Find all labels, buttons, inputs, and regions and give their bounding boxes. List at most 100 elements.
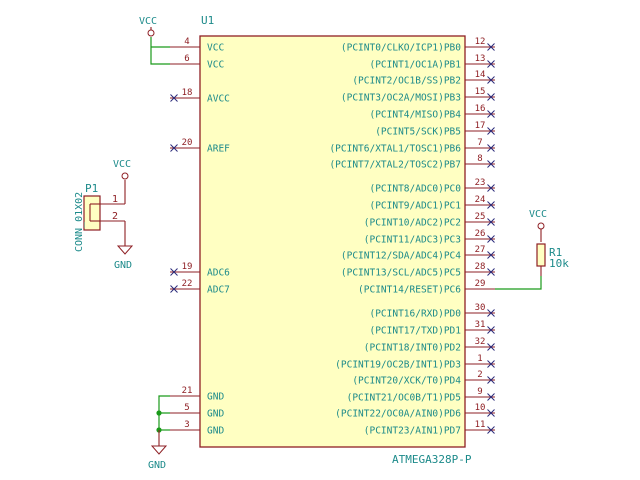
- pin-number: 29: [475, 279, 486, 289]
- vcc-label-p1: VCC: [113, 159, 131, 170]
- pin-label: AREF: [207, 144, 230, 155]
- pin-label: (PCINT6/XTAL1/TOSC1)PB6: [329, 144, 461, 155]
- pin-label: AVCC: [207, 94, 230, 105]
- ic-right-pin-24[interactable]: 24 (PCINT9/ADC1)PC1: [369, 195, 495, 212]
- pin-label: (PCINT14/RESET)PC6: [358, 285, 461, 296]
- resistor-body: [536, 243, 546, 267]
- ic-right-pin-11[interactable]: 11(PCINT23/AIN1)PD7: [364, 420, 495, 437]
- pin-number: 12: [475, 37, 486, 47]
- pin-number: 1: [477, 354, 482, 364]
- pin-label: ADC7: [207, 285, 230, 296]
- ic-right-pin-29[interactable]: 29 (PCINT14/RESET)PC6: [358, 279, 495, 296]
- pin-label: (PCINT9/ADC1)PC1: [369, 201, 461, 212]
- wire-vcc-u1: [150, 37, 170, 65]
- wire-reset: [495, 276, 542, 290]
- pin-label: (PCINT12/SDA/ADC4)PC4: [341, 251, 461, 262]
- pin-number: 7: [477, 138, 482, 148]
- pin-label: (PCINT18/INT0)PD2: [364, 343, 461, 354]
- pin-number: 10: [475, 403, 486, 413]
- ic-right-pin-26[interactable]: 26(PCINT11/ADC3)PC3: [364, 229, 495, 246]
- gnd-label-u1: GND: [148, 460, 166, 471]
- pin-label: (PCINT5/SCK)PB5: [375, 127, 461, 138]
- ic-right-pin-7[interactable]: 7 (PCINT6/XTAL1/TOSC1)PB6: [329, 138, 495, 155]
- ic-right-pin-28[interactable]: 28(PCINT13/SCL/ADC5)PC5: [341, 262, 495, 279]
- pin-number: 19: [182, 262, 193, 272]
- pin-label: GND: [207, 426, 224, 437]
- pin-number: 11: [475, 420, 486, 430]
- pin-label: VCC: [207, 43, 224, 54]
- ic-right-pin-27[interactable]: 27(PCINT12/SDA/ADC4)PC4: [341, 245, 495, 262]
- pin-number: 13: [475, 54, 486, 64]
- pin-label: (PCINT2/OC1B/SS)PB2: [352, 76, 461, 87]
- ic-right-pin-9[interactable]: 9(PCINT21/OC0B/T1)PD5: [347, 387, 495, 404]
- pin-label: (PCINT3/OC2A/MOSI)PB3: [341, 93, 461, 104]
- pin-number: 22: [182, 279, 193, 289]
- ic-right-pin-32[interactable]: 32 (PCINT18/INT0)PD2: [364, 337, 495, 354]
- ic-body[interactable]: [199, 35, 466, 448]
- pin-number: 8: [477, 154, 482, 164]
- gnd-symbol-u1: GND: [148, 430, 168, 471]
- ic-right-pin-30[interactable]: 30(PCINT16/RXD)PD0: [369, 303, 495, 320]
- connector-p1[interactable]: P1 CONN_01X02 1 2: [74, 182, 125, 252]
- pin-number: 32: [475, 337, 486, 347]
- ic-left-pins: 4VCC6VCC18AVCC20AREF19ADC622ADC721GND5GN…: [170, 37, 230, 437]
- pin-label: (PCINT20/XCK/T0)PD4: [352, 376, 461, 387]
- vcc-label-r1: VCC: [529, 209, 547, 220]
- pin-number: 18: [182, 88, 193, 98]
- connector-ref: P1: [85, 182, 98, 195]
- pin-label: (PCINT7/XTAL2/TOSC2)PB7: [329, 160, 461, 171]
- connector-body: [83, 195, 101, 231]
- ic-right-pin-31[interactable]: 31(PCINT17/TXD)PD1: [369, 320, 495, 337]
- gnd-label-p1: GND: [114, 260, 132, 271]
- vcc-symbol-u1: VCC: [139, 16, 157, 37]
- ic-right-pin-15[interactable]: 15 (PCINT3/OC2A/MOSI)PB3: [341, 87, 495, 104]
- pin-number: 21: [182, 386, 193, 396]
- pin-number: 31: [475, 320, 486, 330]
- pin-number: 14: [475, 70, 486, 80]
- ic-right-pin-25[interactable]: 25 (PCINT10/ADC2)PC2: [364, 212, 495, 229]
- ic-right-pin-23[interactable]: 23 (PCINT8/ADC0)PC0: [369, 178, 495, 195]
- ic-right-pin-17[interactable]: 17 (PCINT5/SCK)PB5: [375, 121, 495, 138]
- pin-label: (PCINT4/MISO)PB4: [369, 110, 461, 121]
- resistor-ref: R1: [549, 246, 562, 259]
- connector-pin-2: 2: [112, 211, 118, 222]
- pin-number: 17: [475, 121, 486, 131]
- pin-label: VCC: [207, 60, 224, 71]
- ic-right-pin-12[interactable]: 12(PCINT0/CLKO/ICP1)PB0: [341, 37, 495, 54]
- ic-right-pin-16[interactable]: 16(PCINT4/MISO)PB4: [369, 104, 495, 121]
- ic-right-pin-10[interactable]: 10 (PCINT22/OC0A/AIN0)PD6: [335, 403, 495, 420]
- pin-number: 23: [475, 178, 486, 188]
- ic-right-pin-1[interactable]: 1 (PCINT19/OC2B/INT1)PD3: [335, 354, 495, 371]
- connector-pin-1: 1: [112, 194, 118, 205]
- vcc-symbol-p1: VCC: [113, 159, 131, 204]
- ic-right-pin-14[interactable]: 14 (PCINT2/OC1B/SS)PB2: [352, 70, 495, 87]
- pin-number: 24: [475, 195, 486, 205]
- gnd-symbol-p1: GND: [114, 221, 134, 271]
- ic-right-pin-8[interactable]: 8 (PCINT7/XTAL2/TOSC2)PB7: [329, 154, 495, 171]
- resistor-r1[interactable]: R1 10k: [536, 243, 569, 276]
- pin-number: 15: [475, 87, 486, 97]
- pin-number: 5: [184, 403, 189, 413]
- pin-label: (PCINT10/ADC2)PC2: [364, 218, 461, 229]
- ic-right-pin-13[interactable]: 13 (PCINT1/OC1A)PB1: [369, 54, 495, 71]
- pin-label: (PCINT19/OC2B/INT1)PD3: [335, 360, 461, 371]
- pin-number: 2: [477, 370, 482, 380]
- pin-label: (PCINT8/ADC0)PC0: [369, 184, 461, 195]
- pin-label: (PCINT22/OC0A/AIN0)PD6: [335, 409, 461, 420]
- pin-number: 25: [475, 212, 486, 222]
- pin-label: ADC6: [207, 268, 230, 279]
- pin-number: 28: [475, 262, 486, 272]
- pin-label: (PCINT1/OC1A)PB1: [369, 60, 461, 71]
- ic-right-pin-2[interactable]: 2 (PCINT20/XCK/T0)PD4: [352, 370, 495, 387]
